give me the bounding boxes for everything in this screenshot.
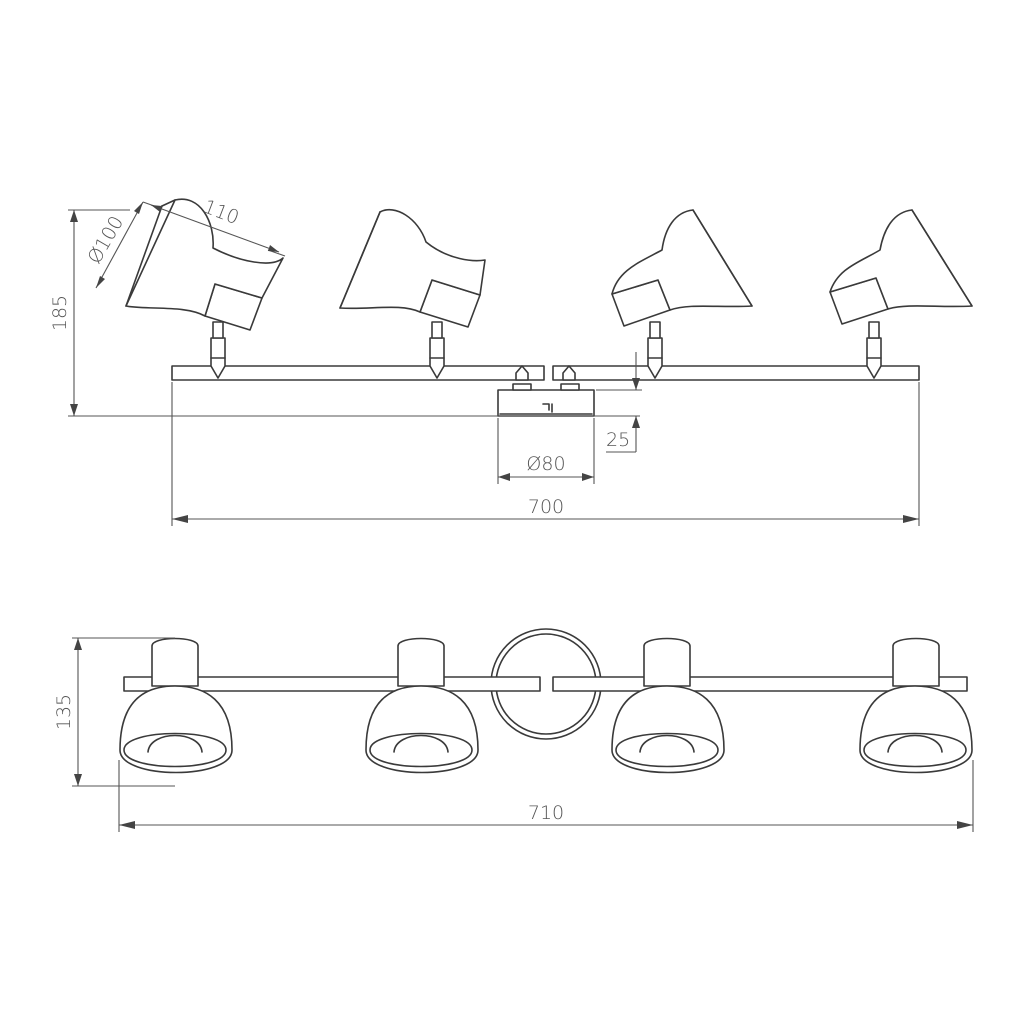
side-spotlight-3 — [611, 209, 753, 379]
dim-base-diameter-label: Ø80 — [526, 453, 565, 475]
dim-front-width-label: 710 — [528, 802, 564, 824]
dim-front-height: 135 — [53, 637, 175, 787]
dim-bar-length: 700 — [171, 382, 920, 526]
side-spotlight-2 — [339, 208, 486, 379]
side-spotlight-4 — [829, 209, 973, 379]
right-bar — [552, 365, 920, 381]
left-bar — [171, 365, 545, 381]
dim-front-width: 710 — [118, 760, 974, 832]
dim-overall-height: 185 — [49, 209, 640, 417]
dim-base-diameter: Ø80 — [497, 418, 595, 484]
dim-overall-height-label: 185 — [49, 295, 71, 331]
side-spotlight-1 — [125, 198, 284, 379]
front-spotlight-2 — [365, 637, 479, 774]
dim-base-height: 25 — [596, 352, 642, 453]
dim-shade-diameter-label: Ø100 — [83, 212, 128, 267]
front-spotlight-4 — [859, 637, 973, 774]
front-spotlight-3 — [611, 637, 725, 774]
canopy — [497, 365, 595, 417]
front-spotlight-1 — [119, 637, 233, 774]
front-view: 135 710 — [53, 628, 974, 832]
side-view: 110 Ø100 185 25 — [49, 196, 973, 526]
dim-front-height-label: 135 — [53, 694, 75, 730]
dim-shade-diameter: Ø100 — [83, 201, 144, 289]
dim-base-height-label: 25 — [606, 429, 630, 451]
dim-bar-length-label: 700 — [528, 496, 564, 518]
